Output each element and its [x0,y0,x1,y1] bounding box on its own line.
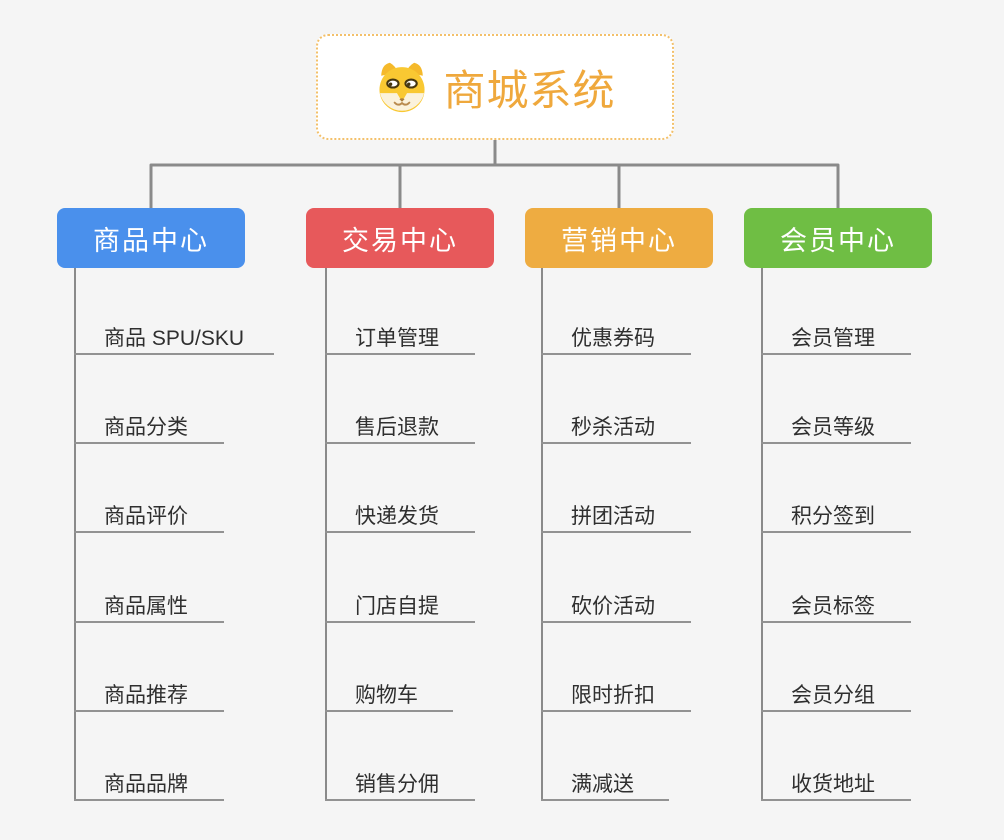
leaf-label: 商品评价 [104,504,188,528]
leaf-node[interactable]: 会员等级 [761,410,911,444]
leaf-node[interactable]: 收货地址 [761,767,911,801]
leaf-node[interactable]: 限时折扣 [541,678,691,712]
leaf-label: 满减送 [571,772,634,796]
branch-connector-line [325,268,327,801]
leaf-node[interactable]: 购物车 [325,678,453,712]
leaf-node[interactable]: 售后退款 [325,410,475,444]
leaf-label: 会员分组 [791,683,875,707]
leaf-label: 会员标签 [791,594,875,618]
leaf-node[interactable]: 商品 SPU/SKU [74,321,274,355]
leaf-node[interactable]: 订单管理 [325,321,475,355]
leaf-node[interactable]: 拼团活动 [541,499,691,533]
leaf-label: 售后退款 [355,415,439,439]
leaf-label: 积分签到 [791,504,875,528]
leaf-label: 销售分佣 [355,772,439,796]
branch-node[interactable]: 会员中心 [744,208,932,268]
leaf-node[interactable]: 商品属性 [74,589,224,623]
leaf-label: 收货地址 [791,772,875,796]
leaf-label: 商品推荐 [104,683,188,707]
leaf-label: 秒杀活动 [571,415,655,439]
leaf-label: 砍价活动 [571,594,655,618]
leaf-node[interactable]: 商品评价 [74,499,224,533]
leaf-node[interactable]: 秒杀活动 [541,410,691,444]
leaf-node[interactable]: 会员标签 [761,589,911,623]
leaf-label: 商品属性 [104,594,188,618]
leaf-node[interactable]: 商品推荐 [74,678,224,712]
leaf-node[interactable]: 会员分组 [761,678,911,712]
branch-node[interactable]: 交易中心 [306,208,494,268]
branch-label: 营销中心 [561,225,677,256]
dog-face-icon [379,62,426,113]
leaf-node[interactable]: 积分签到 [761,499,911,533]
leaf-label: 会员管理 [791,326,875,350]
leaf-label: 商品品牌 [104,772,188,796]
leaf-label: 商品 SPU/SKU [104,326,245,350]
leaf-node[interactable]: 会员管理 [761,321,911,355]
leaf-node[interactable]: 商品品牌 [74,767,224,801]
leaf-label: 会员等级 [791,415,875,439]
leaf-label: 购物车 [355,683,418,707]
branch-label: 交易中心 [342,225,458,256]
branch-connector-line [761,268,763,801]
branch-connector-line [74,268,76,801]
root-title: 商城系统 [443,66,616,114]
branch-label: 商品中心 [93,225,209,256]
leaf-node[interactable]: 满减送 [541,767,669,801]
leaf-label: 商品分类 [104,415,188,439]
leaf-label: 快递发货 [355,504,439,528]
leaf-label: 门店自提 [355,594,439,618]
branch-node[interactable]: 营销中心 [525,208,713,268]
leaf-label: 拼团活动 [571,504,655,528]
leaf-label: 限时折扣 [571,683,655,707]
leaf-node[interactable]: 砍价活动 [541,589,691,623]
leaf-node[interactable]: 优惠券码 [541,321,691,355]
branch-connector-line [541,268,543,801]
root-node[interactable]: 商城系统 [316,34,674,140]
branch-label: 会员中心 [780,225,896,256]
leaf-node[interactable]: 快递发货 [325,499,475,533]
leaf-node[interactable]: 门店自提 [325,589,475,623]
leaf-label: 优惠券码 [571,326,655,350]
leaf-label: 订单管理 [355,326,439,350]
leaf-node[interactable]: 商品分类 [74,410,224,444]
branch-node[interactable]: 商品中心 [57,208,245,268]
leaf-node[interactable]: 销售分佣 [325,767,475,801]
